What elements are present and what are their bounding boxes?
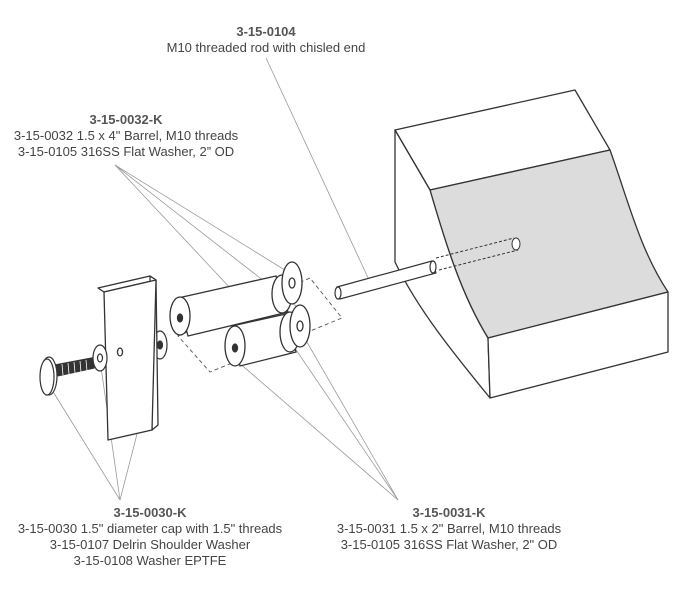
rod-part-number: 3-15-0104: [236, 24, 296, 39]
long-barrel-label: 3-15-0032-K 3-15-0032 1.5 x 4" Barrel, M…: [0, 112, 252, 160]
threaded-rod: [334, 260, 437, 300]
short-barrel-line-1: 3-15-0031 1.5 x 2" Barrel, M10 threads: [336, 521, 562, 536]
short-barrel-line-2: 3-15-0105 316SS Flat Washer, 2" OD: [340, 537, 558, 552]
long-barrel: [169, 274, 293, 337]
long-barrel-part-number: 3-15-0032-K: [89, 112, 163, 127]
long-barrel-line-1: 3-15-0032 1.5 x 4" Barrel, M10 threads: [13, 128, 239, 143]
mounting-block: [394, 89, 669, 399]
delrin-shoulder-washer: [92, 344, 108, 372]
rod-description: M10 threaded rod with chisled end: [166, 40, 366, 55]
cap-line-1: 3-15-0030 1.5" diameter cap with 1.5" th…: [17, 521, 283, 536]
short-barrel-label: 3-15-0031-K 3-15-0031 1.5 x 2" Barrel, M…: [318, 505, 580, 553]
cap-line-2: 3-15-0107 Delrin Shoulder Washer: [49, 537, 251, 552]
front-plate: [97, 275, 159, 441]
block-hole: [435, 237, 521, 271]
short-barrel-washer: [289, 304, 311, 348]
cap-part-number: 3-15-0030-K: [113, 505, 187, 520]
cap-with-stud: [39, 356, 95, 396]
cap-label: 3-15-0030-K 3-15-0030 1.5" diameter cap …: [0, 505, 300, 569]
long-barrel-washer: [281, 261, 303, 305]
short-barrel-part-number: 3-15-0031-K: [412, 505, 486, 520]
cap-line-3: 3-15-0108 Washer EPTFE: [73, 553, 227, 568]
rod-label: 3-15-0104 M10 threaded rod with chisled …: [150, 24, 382, 56]
long-barrel-line-2: 3-15-0105 316SS Flat Washer, 2” OD: [17, 144, 235, 159]
